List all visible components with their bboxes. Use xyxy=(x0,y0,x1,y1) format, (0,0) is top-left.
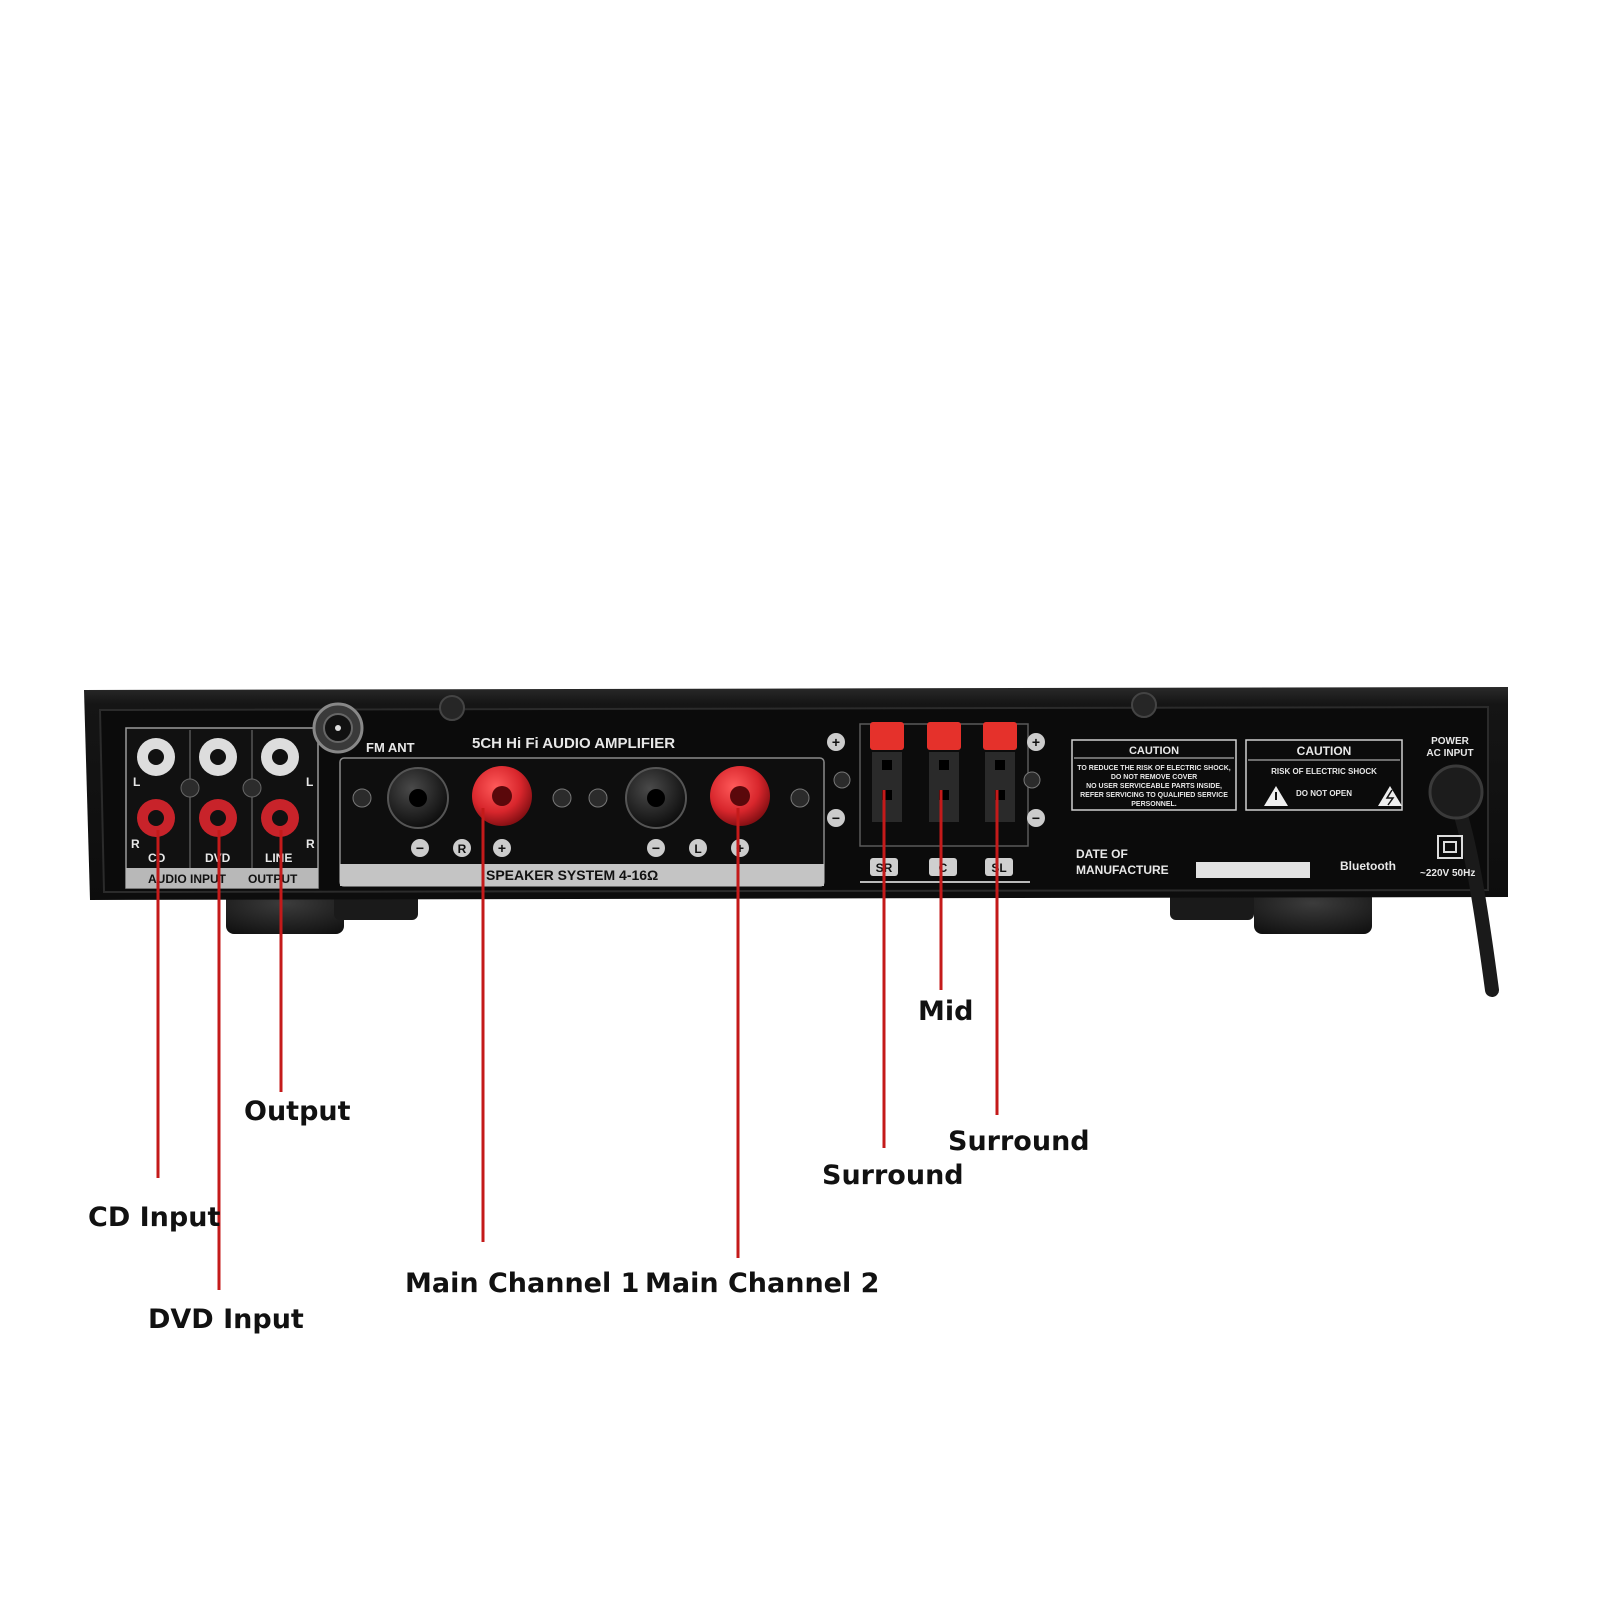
rca-right-label-1: R xyxy=(131,837,140,851)
rca-right-label-2: R xyxy=(306,837,315,851)
fm-ant-label: FM ANT xyxy=(366,740,415,755)
line-out-left-jack[interactable] xyxy=(261,738,299,776)
callout-mid: Mid xyxy=(918,996,973,1027)
rca-panel: L L R R CD DVD LINE AUDIO INPUT OUTPUT xyxy=(125,727,319,889)
main-speaker-panel: 5CH Hi Fi AUDIO AMPLIFIER SPEAKER SYSTEM… xyxy=(339,735,825,887)
spring-terminal-sl[interactable] xyxy=(983,722,1017,822)
callout-dvd-input: DVD Input xyxy=(148,1304,304,1335)
fm-antenna-connector[interactable] xyxy=(312,702,364,754)
main-right-minus-terminal[interactable] xyxy=(387,767,449,829)
callout-surround-right: Surround xyxy=(822,1160,964,1191)
line-label: LINE xyxy=(265,851,292,865)
callout-cd-input: CD Input xyxy=(88,1202,220,1233)
sl-label: SL xyxy=(991,861,1006,875)
speaker-system-label: SPEAKER SYSTEM 4-16Ω xyxy=(486,867,658,883)
spring-plus-right: + xyxy=(1032,734,1040,750)
left-channel-label: L xyxy=(694,842,701,856)
callout-main-channel-1: Main Channel 1 xyxy=(405,1268,639,1299)
callout-main-channel-2: Main Channel 2 xyxy=(645,1268,879,1299)
main-left-plus-terminal[interactable] xyxy=(710,766,770,826)
minus-symbol-l: − xyxy=(652,840,660,856)
model-label: 5CH Hi Fi AUDIO AMPLIFIER xyxy=(472,735,675,752)
date-label-line-2: MANUFACTURE xyxy=(1076,863,1169,877)
lightning-triangle-icon xyxy=(1378,786,1402,806)
power-cord[interactable] xyxy=(1428,764,1499,997)
caution-label-1: CAUTION TO REDUCE THE RISK OF ELECTRIC S… xyxy=(1071,739,1237,811)
caution-1-title: CAUTION xyxy=(1129,745,1179,757)
double-insulation-icon xyxy=(1437,835,1463,859)
callout-output: Output xyxy=(244,1096,351,1127)
caution-1-line-5: PERSONNEL. xyxy=(1131,801,1177,808)
plus-symbol-l: + xyxy=(736,840,744,856)
rca-left-label-2: L xyxy=(306,775,313,789)
caution-2-line-2: DO NOT OPEN xyxy=(1296,789,1352,798)
spring-terminal-c[interactable] xyxy=(927,722,961,822)
power-label-line-2: AC INPUT xyxy=(1426,748,1473,759)
bluetooth-label: Bluetooth xyxy=(1340,859,1396,873)
surround-spring-terminals: + + − − SR C SL xyxy=(827,722,1045,883)
c-label: C xyxy=(939,861,948,875)
caution-2-line-1: RISK OF ELECTRIC SHOCK xyxy=(1271,767,1377,776)
caution-2-title: CAUTION xyxy=(1297,744,1352,758)
audio-input-label: AUDIO INPUT xyxy=(148,872,227,886)
spring-plus-left: + xyxy=(832,734,840,750)
caution-1-line-2: DO NOT REMOVE COVER xyxy=(1111,774,1197,781)
output-label: OUTPUT xyxy=(248,872,298,886)
spring-terminal-sr[interactable] xyxy=(870,722,904,822)
line-out-right-jack[interactable] xyxy=(261,799,299,837)
date-label-line-1: DATE OF xyxy=(1076,847,1128,861)
caution-1-line-4: REFER SERVICING TO QUALIFIED SERVICE xyxy=(1080,792,1228,799)
main-left-minus-terminal[interactable] xyxy=(625,767,687,829)
callout-leader-lines xyxy=(156,790,999,1290)
voltage-label: ~220V 50Hz xyxy=(1420,868,1475,879)
dvd-left-jack[interactable] xyxy=(199,738,237,776)
right-channel-label: R xyxy=(458,842,467,856)
spring-minus-right: − xyxy=(1032,810,1040,826)
caution-1-line-1: TO REDUCE THE RISK OF ELECTRIC SHOCK, xyxy=(1077,765,1231,772)
callout-surround-left: Surround xyxy=(948,1126,1090,1157)
warning-triangle-icon xyxy=(1264,786,1288,806)
date-of-manufacture-field xyxy=(1196,862,1310,878)
minus-symbol-r: − xyxy=(416,840,424,856)
rca-left-label-1: L xyxy=(133,775,140,789)
dvd-right-jack[interactable] xyxy=(199,799,237,837)
main-right-plus-terminal[interactable] xyxy=(472,766,532,826)
plus-symbol-r: + xyxy=(498,840,506,856)
caution-label-2: CAUTION RISK OF ELECTRIC SHOCK DO NOT OP… xyxy=(1245,739,1403,811)
spring-minus-left: − xyxy=(832,810,840,826)
caution-1-line-3: NO USER SERVICEABLE PARTS INSIDE, xyxy=(1086,783,1222,790)
cd-right-jack[interactable] xyxy=(137,799,175,837)
cd-left-jack[interactable] xyxy=(137,738,175,776)
power-label-line-1: POWER xyxy=(1431,736,1470,747)
